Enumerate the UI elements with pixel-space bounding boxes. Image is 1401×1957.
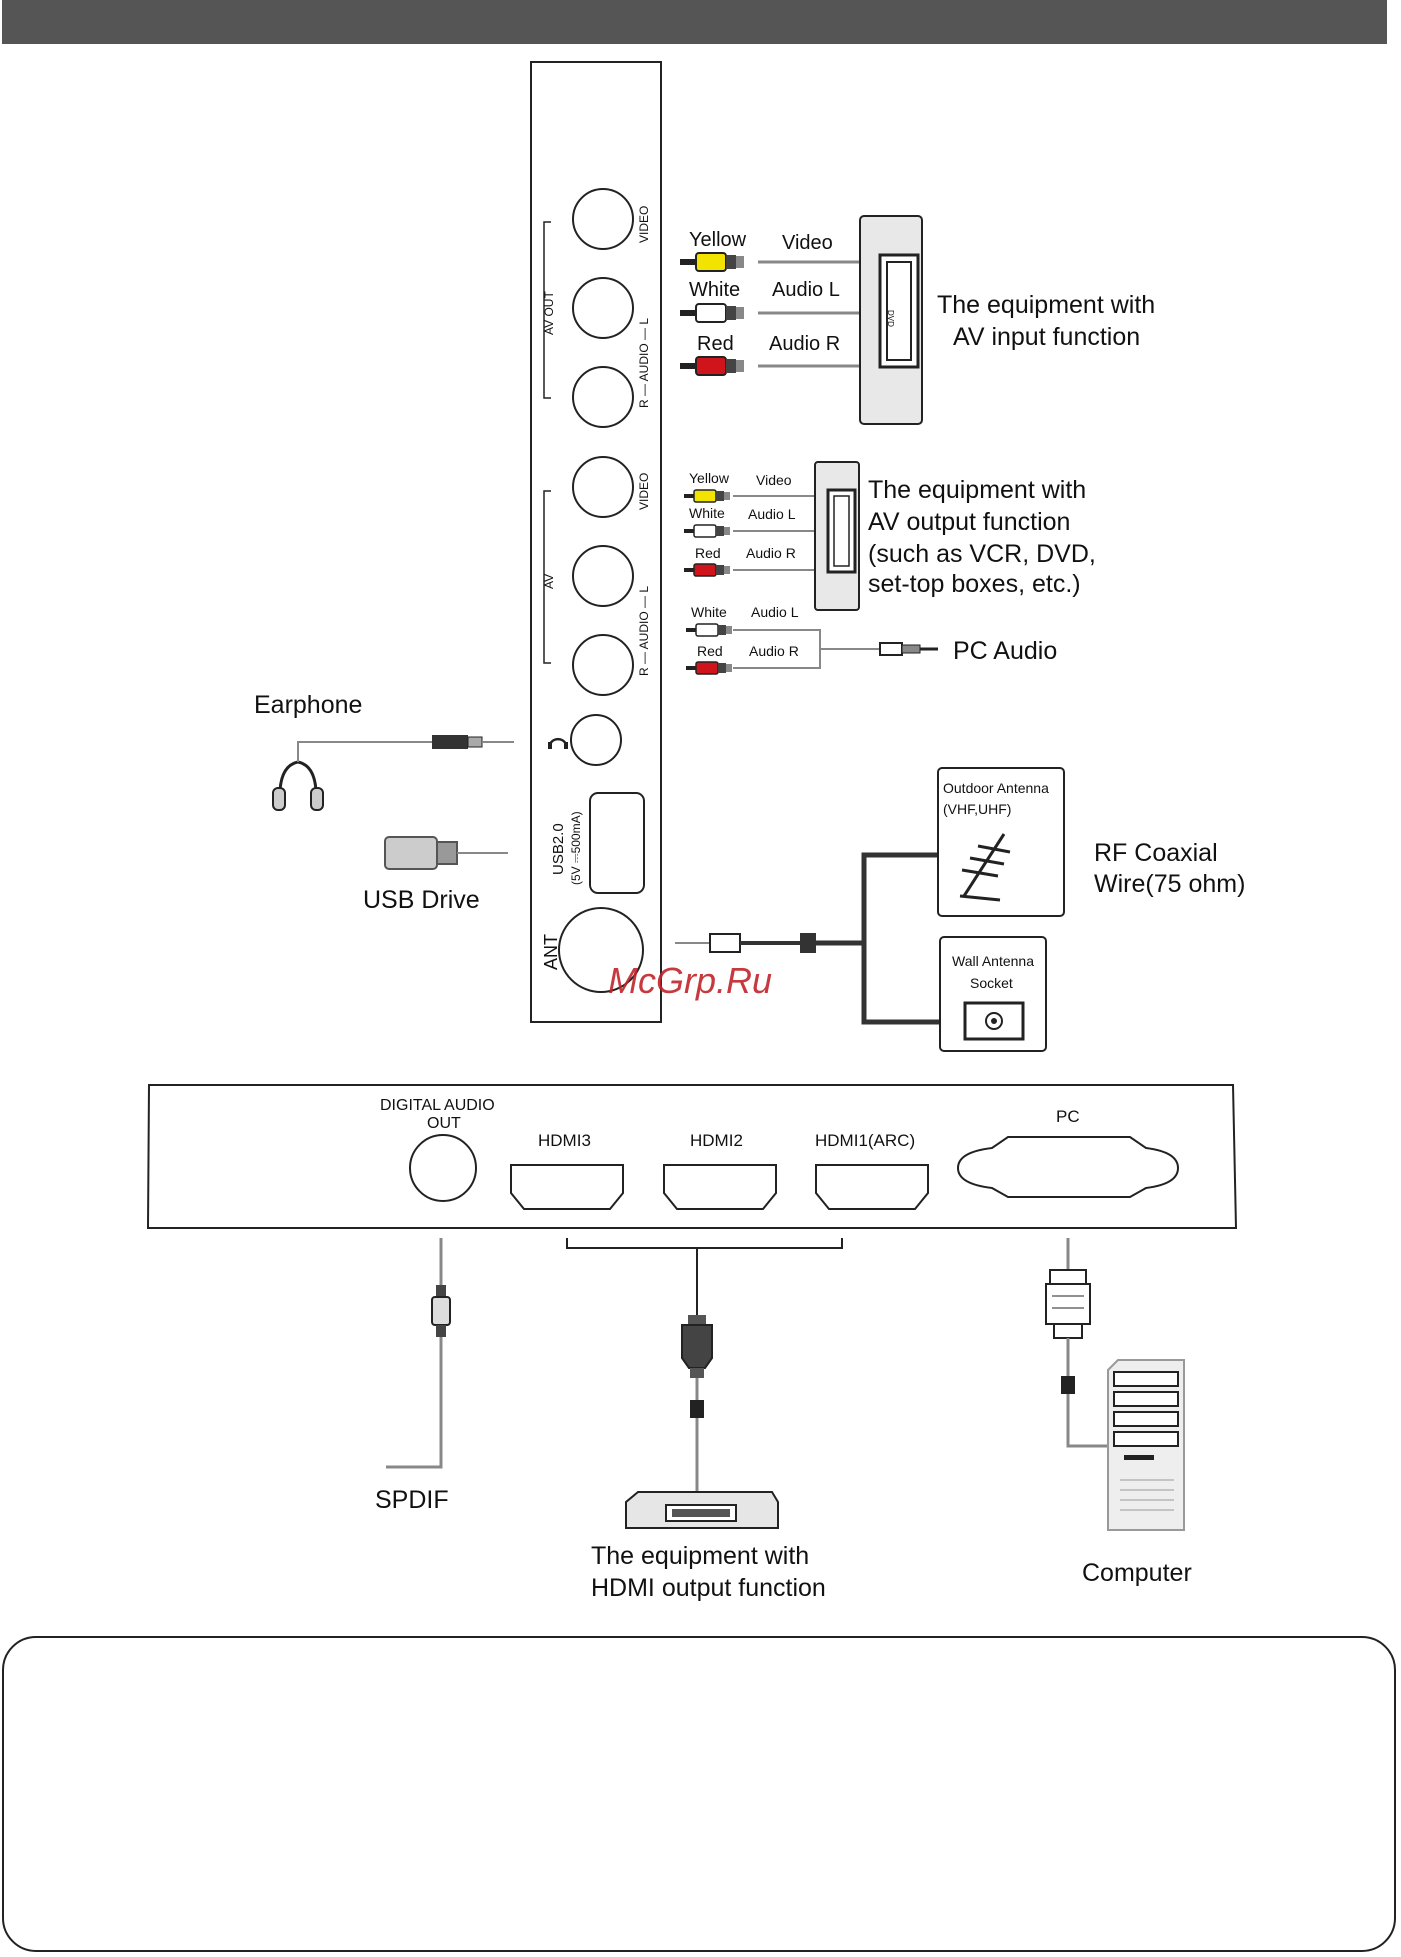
yellow-label-1: Yellow [689, 229, 747, 251]
earphone-label: Earphone [254, 691, 362, 719]
red-label-1: Red [697, 333, 734, 355]
antenna-icon [959, 833, 1011, 902]
white-label-3: White [691, 604, 727, 620]
yellow-label-2: Yellow [689, 470, 730, 486]
hdmi2-label: HDMI2 [690, 1131, 743, 1150]
outdoor-antenna-label: Outdoor Antenna [943, 780, 1049, 796]
av-input-label-2: AV input function [953, 323, 1140, 351]
bottom-panel: DIGITAL AUDIO OUT HDMI3 HDMI2 HDMI1(ARC)… [146, 1084, 1238, 1229]
av-input-label-1: The equipment with [937, 291, 1155, 319]
av-out-audio-l-jack [572, 277, 634, 339]
hdmi-equipment-label-2: HDMI output function [591, 1574, 826, 1602]
usb-rating-label: (5V ⎓500mA) [569, 811, 583, 885]
red-label-3: Red [697, 643, 723, 659]
vga-cable [1045, 1238, 1108, 1448]
av-output-device [814, 461, 860, 611]
white-label-2: White [689, 505, 725, 521]
hdmi2-port [663, 1164, 777, 1210]
pc-audio-cables: White Red Audio L Audio R [685, 604, 938, 675]
notes-box [2, 1636, 1396, 1952]
av-video-jack [572, 456, 634, 518]
header-bar [2, 0, 1387, 44]
usb-label: USB2.0 [550, 823, 567, 875]
pc-port [956, 1136, 1180, 1198]
computer-label: Computer [1082, 1559, 1192, 1587]
outdoor-antenna-box: Outdoor Antenna (VHF,UHF) [937, 767, 1065, 917]
ant-label: ANT [541, 934, 561, 970]
av-output-label-4: set-top boxes, etc.) [868, 570, 1081, 598]
pc-label: PC [1056, 1107, 1080, 1126]
audio-label-1: R — AUDIO — L [637, 318, 651, 408]
hdmi-equipment-device [625, 1491, 779, 1529]
av-audio-l-jack [572, 545, 634, 607]
usb-drive-label: USB Drive [363, 886, 480, 914]
antenna-jack [558, 907, 644, 993]
wall-antenna-label: Wall Antenna [952, 953, 1034, 969]
rf-coaxial-label-1: RF Coaxial [1094, 839, 1218, 867]
av-output-label-3: (such as VCR, DVD, [868, 540, 1096, 568]
av-input-cables: Yellow White Red Video Audio L Audio R [679, 229, 862, 376]
hdmi-equipment-label-1: The equipment with [591, 1542, 809, 1570]
usb-port [589, 792, 645, 894]
audio-r-cable-label-3: Audio R [749, 643, 799, 659]
av-out-video-jack [572, 188, 634, 250]
digital-audio-port [409, 1134, 477, 1202]
av-output-label-2: AV output function [868, 508, 1070, 536]
audio-l-cable-label-3: Audio L [751, 604, 799, 620]
video-label-2: VIDEO [637, 473, 651, 510]
audio-l-cable-label-1: Audio L [772, 279, 840, 301]
vhf-uhf-label: (VHF,UHF) [943, 801, 1011, 817]
hdmi1-port [815, 1164, 929, 1210]
audio-r-cable-label-2: Audio R [746, 545, 796, 561]
watermark: McGrp.Ru [608, 960, 772, 1001]
spdif-cable [386, 1238, 451, 1469]
usb-drive-icon [384, 836, 508, 870]
av-output-label-1: The equipment with [868, 476, 1086, 504]
earphone-jack [570, 714, 622, 766]
av-out-label: AV OUT [542, 291, 556, 335]
av-output-cables: Yellow White Red Video Audio L Audio R [683, 470, 815, 577]
computer-icon [1107, 1359, 1185, 1531]
antenna-cables [675, 852, 965, 1025]
hdmi3-label: HDMI3 [538, 1131, 591, 1150]
red-label-2: Red [695, 545, 721, 561]
audio-r-cable-label-1: Audio R [769, 333, 840, 355]
wall-antenna-box: Wall Antenna Socket [939, 936, 1047, 1052]
video-cable-label-2: Video [756, 472, 792, 488]
svg-text:DVD: DVD [886, 310, 895, 327]
audio-l-cable-label-2: Audio L [748, 506, 796, 522]
audio-label-2: R — AUDIO — L [637, 586, 651, 676]
video-cable-label-1: Video [782, 232, 833, 254]
av-out-audio-r-jack [572, 366, 634, 428]
pc-audio-label: PC Audio [953, 637, 1057, 665]
rf-coaxial-label-2: Wire(75 ohm) [1094, 870, 1245, 898]
side-panel: AV OUT AV VIDEO R — AUDIO — L VIDEO R — … [530, 61, 662, 1023]
headphone-icon [548, 737, 568, 749]
white-label-1: White [689, 279, 740, 301]
digital-audio-label-1: DIGITAL AUDIO [380, 1097, 495, 1114]
av-label: AV [542, 574, 556, 589]
socket-label: Socket [970, 975, 1013, 991]
hdmi3-port [510, 1164, 624, 1210]
av-input-device: DVD [859, 215, 923, 425]
video-label-1: VIDEO [637, 206, 651, 243]
hdmi1-label: HDMI1(ARC) [815, 1131, 915, 1150]
hdmi-cable [566, 1238, 843, 1492]
earphone-icon [272, 735, 514, 811]
spdif-label: SPDIF [375, 1486, 449, 1514]
av-audio-r-jack [572, 634, 634, 696]
digital-audio-label-2: OUT [427, 1115, 461, 1132]
